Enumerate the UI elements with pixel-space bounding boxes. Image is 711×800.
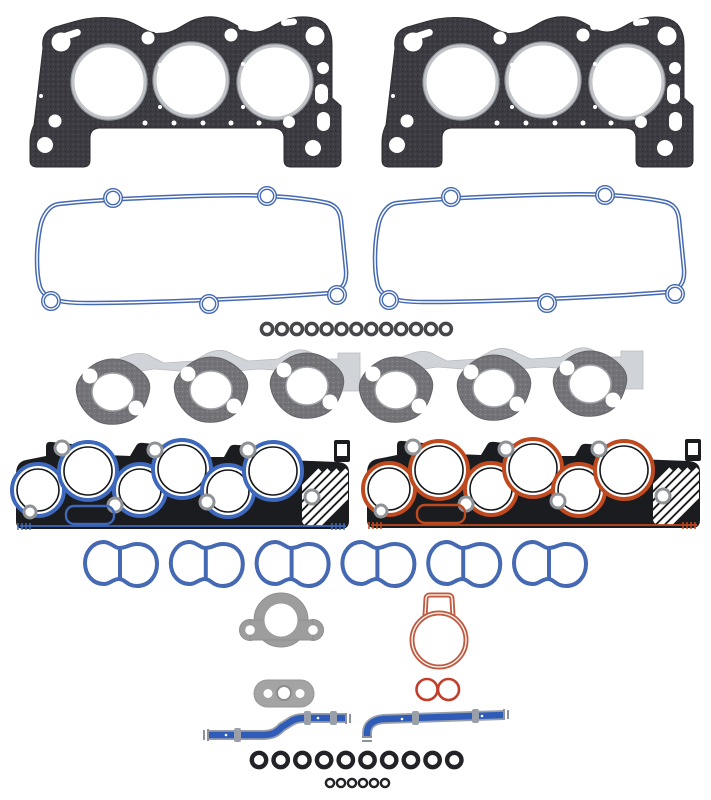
head-gasket-left — [28, 15, 343, 169]
seal-ring — [289, 321, 305, 337]
seal-ring — [357, 777, 369, 789]
seal-ring — [259, 321, 275, 337]
seal-ring — [324, 777, 336, 789]
intake-gasket-blue — [8, 440, 374, 538]
rail-seal-right — [362, 709, 508, 741]
seal-ring — [274, 321, 290, 337]
head-gasket-right — [380, 15, 695, 169]
seal-ring — [378, 321, 394, 337]
water-outlet-seal — [412, 595, 466, 667]
seal-ring — [415, 677, 439, 702]
port-seal — [170, 542, 243, 586]
thermostat-gasket — [239, 592, 324, 648]
port-seal — [514, 542, 586, 586]
exhaust-gasket-set-right — [359, 348, 643, 423]
seal-ring — [292, 750, 312, 770]
intake-gasket-orange — [359, 439, 711, 537]
seal-ring — [393, 321, 409, 337]
exhaust-gasket-set-left — [76, 350, 360, 425]
red-oring-pair — [415, 677, 461, 702]
seal-ring — [401, 750, 421, 770]
seal-ring — [335, 777, 347, 789]
seal-ring-row-small — [324, 777, 391, 789]
seal-ring — [249, 750, 269, 770]
seal-ring — [334, 321, 349, 337]
seal-ring — [314, 750, 334, 770]
seal-ring — [319, 321, 334, 337]
rail-seal-left — [204, 711, 350, 742]
seal-ring — [379, 750, 399, 770]
seal-ring — [271, 750, 291, 770]
port-seal-row — [85, 542, 586, 586]
seal-ring — [368, 777, 380, 789]
seal-ring — [346, 777, 358, 789]
port-seal — [85, 542, 157, 586]
seal-ring — [363, 321, 379, 337]
seal-ring — [358, 750, 377, 770]
egr-gasket — [253, 679, 315, 708]
seal-ring — [423, 750, 442, 770]
valve-cover-gasket-left — [37, 188, 346, 312]
port-seal — [342, 542, 415, 586]
seal-ring — [423, 321, 439, 337]
seal-ring — [408, 321, 424, 337]
seal-ring — [379, 777, 391, 789]
seal-ring-row-large — [249, 750, 464, 770]
valve-cover-gasket-right — [375, 187, 684, 311]
seal-ring — [304, 321, 320, 337]
port-seal — [428, 542, 501, 586]
seal-ring — [438, 321, 454, 337]
port-seal — [256, 542, 329, 586]
seal-ring — [444, 750, 464, 770]
seal-ring — [336, 750, 356, 770]
seal-ring — [436, 677, 461, 702]
seal-ring — [349, 321, 364, 337]
valve-stem-seal-row — [259, 321, 454, 337]
